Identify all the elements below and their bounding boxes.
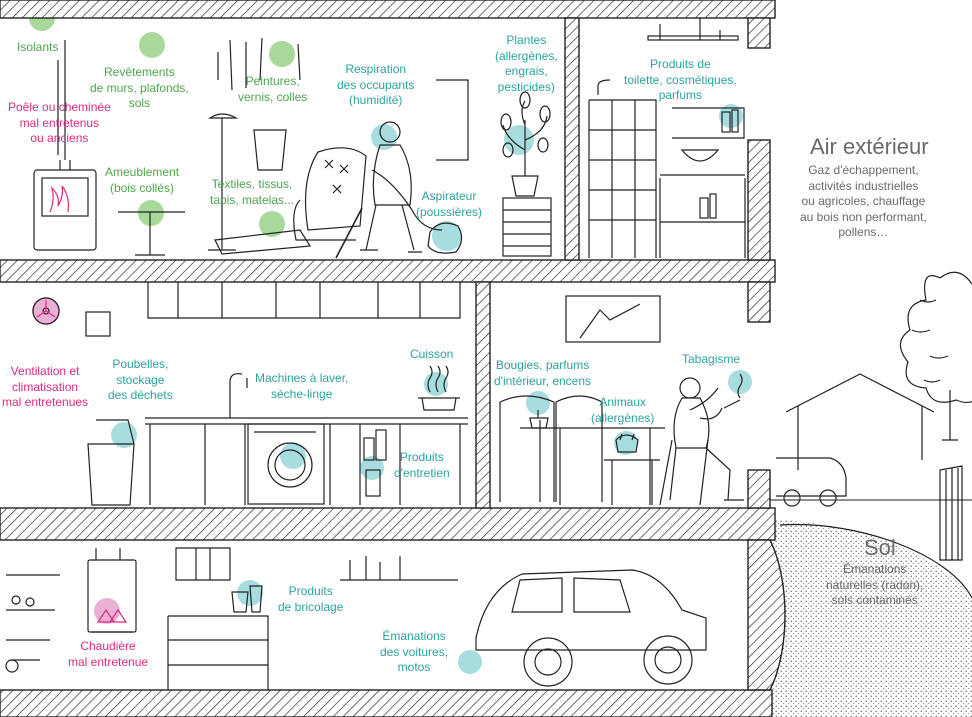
label-textiles: Textiles, tissus, tapis, matelas...	[210, 177, 295, 207]
ground	[770, 499, 972, 717]
label-respiration: Respiration des occupants (humidité)	[337, 62, 415, 108]
boiler-icon	[87, 548, 137, 633]
label-emanations-voitures: Émanations des voitures, motos	[380, 629, 449, 675]
label-air-exterieur-text: Gaz d'échappement, activités industriell…	[800, 163, 927, 240]
middle-floor-furniture	[32, 282, 744, 506]
label-plantes: Plantes (allergènes, engrais, pesticides…	[495, 33, 558, 94]
label-ventilation: Ventilation et climatisation mal entrete…	[2, 364, 89, 410]
basement-furniture	[5, 547, 707, 690]
label-peintures: Peintures, vernis, colles	[238, 74, 308, 104]
label-produits-bricolage: Produits de bricolage	[278, 584, 344, 614]
label-ameublement: Ameublement (bois collés)	[105, 165, 180, 195]
bathroom	[588, 18, 746, 258]
label-machines: Machines à laver, sèche-linge	[255, 371, 349, 401]
label-air-exterieur-title: Air extérieur	[810, 134, 929, 159]
person-smoking-icon	[659, 373, 744, 506]
label-aspirateur: Aspirateur (poussières)	[416, 189, 483, 219]
label-sol-text: Émanations naturelles (radon), sols cont…	[826, 562, 924, 608]
label-poele: Poêle ou cheminée mal entretenus ou anci…	[8, 100, 111, 146]
house-structure	[0, 0, 786, 717]
stove-icon	[33, 40, 97, 251]
label-sol-title: Sol	[864, 535, 896, 560]
house-icon	[785, 373, 935, 470]
fan-icon	[32, 297, 60, 325]
label-poubelles: Poubelles, stockage des déchets	[108, 357, 173, 403]
label-revetements: Revêtements de murs, plafonds, sols	[90, 65, 189, 111]
label-tabagisme: Tabagisme	[682, 352, 741, 366]
label-isolants: Isolants	[17, 40, 59, 54]
label-bougies: Bougies, parfums d'intérieur, encens	[494, 358, 592, 388]
label-animaux: Animaux (allergènes)	[591, 395, 655, 425]
person-vacuum-icon	[335, 121, 463, 259]
top-floor-furniture	[33, 18, 746, 259]
outdoor	[776, 271, 972, 561]
plant-icon	[500, 91, 552, 257]
car-icon	[475, 569, 707, 687]
label-produits-toilette: Produits de toilette, cosmétiques, parfu…	[624, 57, 737, 103]
label-cuisson: Cuisson	[410, 347, 454, 361]
tree-icon	[899, 271, 972, 441]
label-chaudiere: Chaudière mal entretenue	[68, 639, 149, 669]
label-produits-entretien: Produits d'entretien	[394, 450, 450, 480]
washing-machine-icon	[247, 423, 325, 505]
